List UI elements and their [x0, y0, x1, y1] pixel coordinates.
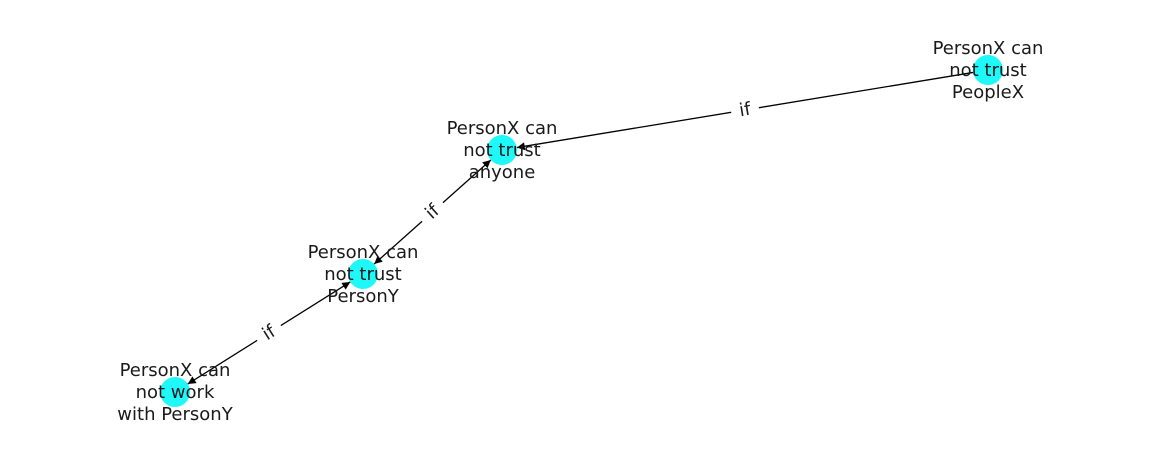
node-circle-n1	[973, 55, 1003, 85]
node-label-line: with PersonY	[117, 404, 233, 425]
edge-label-background	[414, 193, 451, 231]
node-label-line: PersonX can	[120, 360, 231, 381]
node-label-line: not work	[136, 382, 215, 403]
node-label-line: not trust	[463, 140, 541, 161]
edge-label-group: if	[729, 95, 761, 125]
node-label-line: PersonY	[327, 286, 399, 307]
node-circle-n3	[348, 259, 378, 289]
node-label-line: PersonX can	[447, 118, 558, 139]
node-label-line: PeopleX	[952, 82, 1024, 103]
node-label-line: PersonX can	[933, 38, 1044, 59]
node-circle-n2	[487, 135, 517, 165]
nodes-layer	[160, 55, 1003, 407]
edges-layer	[187, 71, 974, 385]
node-label-line: not trust	[324, 264, 402, 285]
edge-label-background	[250, 315, 288, 351]
edge-label-group: if	[414, 193, 451, 231]
edge-labels-layer: if if if	[250, 95, 761, 351]
node-label-line: not trust	[949, 60, 1027, 81]
edge-label: if	[738, 99, 753, 122]
node-label-line: anyone	[469, 162, 536, 183]
node-label-line: PersonX can	[308, 242, 419, 263]
edge-label-group: if	[250, 315, 288, 351]
edge-label-background	[729, 95, 761, 125]
node-circle-n4	[160, 377, 190, 407]
